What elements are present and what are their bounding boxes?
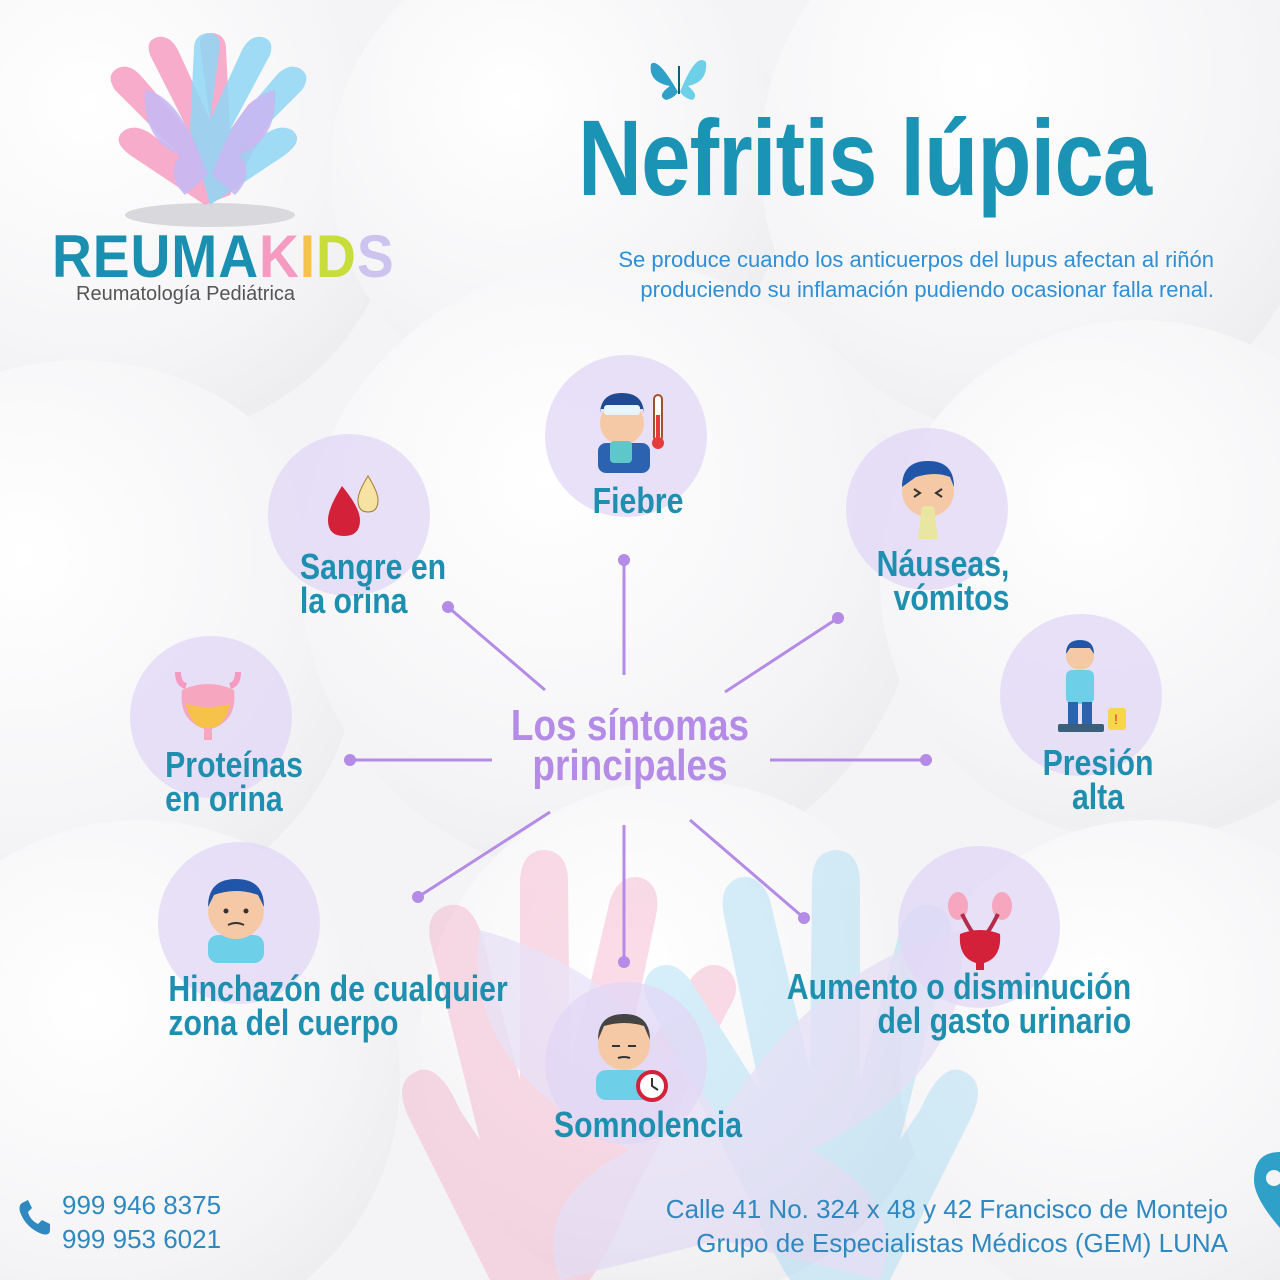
phone-numbers: 999 946 8375 999 953 6021 [62, 1188, 221, 1256]
urinario-line-2: del gasto urinario [877, 1000, 1132, 1041]
svg-text:!: ! [1114, 711, 1118, 727]
center-title: Los síntomas principales [504, 701, 756, 790]
logo-reuma: REUMA [52, 223, 259, 290]
page-description: Se produce cuando los anticuerpos del lu… [514, 245, 1214, 305]
symptom-label-hinchazon: Hinchazón de cualquier zona del cuerpo [168, 968, 508, 1043]
address-line-1: Calle 41 No. 324 x 48 y 42 Francisco de … [665, 1194, 1228, 1224]
symptom-label-presion: Presión alta [1042, 742, 1154, 817]
phone-2[interactable]: 999 953 6021 [62, 1224, 222, 1254]
proteinas-line-1: Proteínas [165, 744, 303, 785]
page-title: Nefritis lúpica [578, 97, 1152, 218]
symptom-label-nauseas: Náuseas, vómitos [876, 543, 1010, 618]
swollen-face-icon [208, 879, 264, 963]
symptom-label-urinario: Aumento o disminución del gasto urinario [786, 966, 1132, 1041]
logo-i: I [299, 223, 317, 290]
fever-icon [598, 393, 664, 473]
bladder-icon [175, 671, 241, 740]
symptom-label-sangre: Sangre en la orina [299, 546, 447, 621]
sangre-line-1: Sangre en [299, 546, 447, 587]
sangre-line-2: la orina [299, 580, 408, 621]
address-block: Calle 41 No. 324 x 48 y 42 Francisco de … [588, 1192, 1228, 1260]
blood-drop-icon [328, 475, 379, 536]
logo-d: D [316, 223, 357, 290]
logo-s: S [356, 223, 395, 290]
kidney-icon [948, 892, 1012, 970]
nauseas-line-1: Náuseas, [876, 543, 1010, 584]
blood-pressure-icon: ! [1058, 640, 1126, 732]
butterfly-icon [650, 60, 707, 100]
urinario-line-1: Aumento o disminución [786, 966, 1132, 1007]
phone-1[interactable]: 999 946 8375 [62, 1190, 222, 1220]
hinchazon-line-1: Hinchazón de cualquier [168, 968, 508, 1009]
sleepy-icon [596, 1014, 668, 1102]
symptom-circle-urinario [898, 846, 1060, 1008]
address-line-2: Grupo de Especialistas Médicos (GEM) LUN… [696, 1228, 1228, 1258]
logo-wordmark: REUMAKIDS [52, 222, 394, 291]
logo-subtitle: Reumatología Pediátrica [76, 283, 296, 305]
logo-hands-icon [110, 33, 307, 227]
description-line-2: produciendo su inflamación pudiendo ocas… [640, 277, 1214, 302]
nauseas-line-2: vómitos [893, 577, 1010, 618]
vomit-icon [902, 461, 954, 539]
location-pin-icon [1254, 1152, 1280, 1228]
hinchazon-line-2: zona del cuerpo [168, 1002, 399, 1043]
center-title-line-1: Los síntomas [510, 701, 750, 750]
symptom-label-fiebre: Fiebre [592, 480, 684, 521]
center-title-line-2: principales [532, 741, 728, 790]
proteinas-line-2: en orina [165, 778, 283, 819]
phone-icon [19, 1200, 50, 1235]
symptom-label-somnolencia: Somnolencia [553, 1104, 743, 1145]
presion-line-1: Presión [1042, 742, 1154, 783]
logo-k: K [259, 223, 300, 290]
description-line-1: Se produce cuando los anticuerpos del lu… [618, 247, 1214, 272]
symptom-label-proteinas: Proteínas en orina [165, 744, 303, 819]
presion-line-2: alta [1071, 776, 1125, 817]
